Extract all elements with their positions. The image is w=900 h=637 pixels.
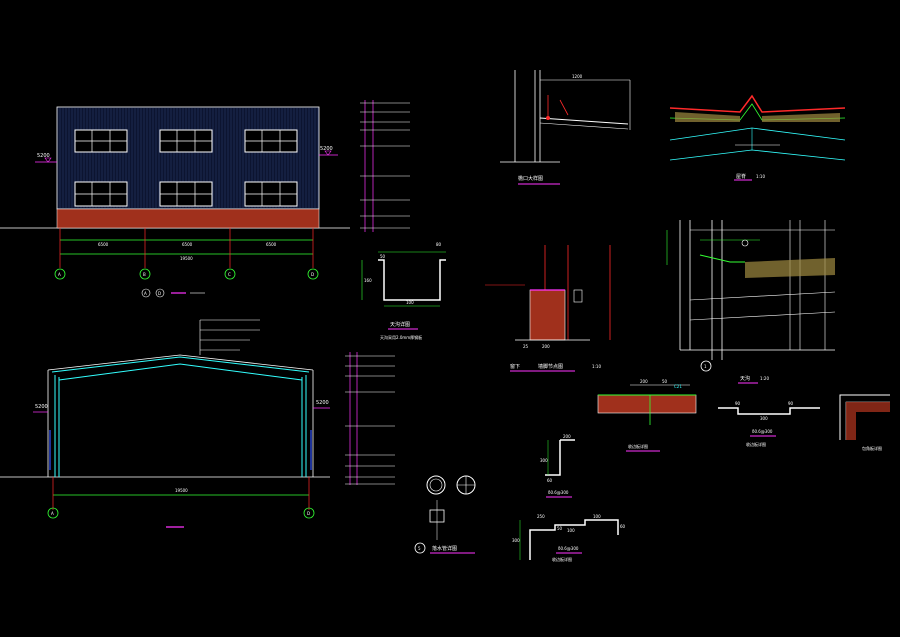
total-dim: 19500 — [180, 256, 193, 261]
svg-text:1:10: 1:10 — [592, 364, 601, 369]
downpipe-badge: 5 — [418, 546, 421, 551]
axis-a-label: A — [58, 272, 61, 277]
gutter-detail: 50 80 160 100 天沟详图 天沟采用2.0mm厚钢板 — [361, 242, 446, 340]
svg-text:50: 50 — [380, 254, 386, 259]
svg-text:A: A — [51, 511, 54, 516]
right-level-text: 5200 — [320, 146, 333, 152]
svg-text:90: 90 — [735, 401, 741, 406]
axis-b-label: B — [143, 272, 146, 277]
svg-text:1200: 1200 — [572, 74, 583, 79]
gable-badge: 1 — [704, 364, 707, 369]
elevation-axis-bubbles: A B C D — [54, 268, 319, 280]
svg-text:90: 90 — [788, 401, 794, 406]
svg-text:收边板详图: 收边板详图 — [746, 441, 766, 447]
svg-text:A: A — [144, 291, 147, 296]
svg-text:δ0.6@300: δ0.6@300 — [558, 546, 579, 551]
angle-detail: 包角板详图 — [839, 394, 890, 451]
svg-text:100: 100 — [567, 528, 575, 533]
svg-text:200: 200 — [563, 434, 571, 439]
roof-outline — [47, 354, 314, 477]
elevation-dimension-lines — [60, 239, 313, 255]
svg-text:5200: 5200 — [316, 400, 329, 406]
svg-text:160: 160 — [364, 278, 372, 283]
svg-text:300: 300 — [760, 416, 768, 421]
svg-text:50: 50 — [662, 379, 668, 384]
gutter-note: 天沟采用2.0mm厚钢板 — [380, 334, 422, 340]
brick-plinth — [56, 208, 320, 229]
step-detail-2: 250 300 50 100 100 60 δ0.6@300 收边板详图 — [512, 514, 626, 562]
svg-text:天沟: 天沟 — [740, 375, 750, 382]
svg-text:300: 300 — [512, 538, 520, 543]
svg-text:25: 25 — [523, 344, 529, 349]
elevation-height-dims — [360, 100, 410, 232]
wall-cladding — [49, 430, 312, 470]
bay-dim-1: 6500 — [98, 242, 109, 247]
flashing-detail: 200 50 C21 收边板详图 — [597, 379, 697, 452]
gable-detail: 1 天沟 1:20 — [666, 220, 836, 384]
left-level-marker: 5200 — [35, 153, 57, 163]
bay-dim-3: 6500 — [266, 242, 277, 247]
front-elevation: 5200 5200 6500 6500 6500 19500 A B — [0, 106, 350, 298]
roof-note — [199, 319, 260, 355]
ridge-detail: 屋脊 1:10 — [669, 94, 846, 181]
svg-text:60: 60 — [547, 478, 553, 483]
section-total-dim: 19500 — [175, 488, 188, 493]
window-mullions — [75, 130, 297, 206]
svg-text:80: 80 — [436, 242, 442, 247]
svg-text:50: 50 — [557, 526, 563, 531]
svg-text:D: D — [158, 291, 161, 296]
svg-text:收边板详图: 收边板详图 — [552, 556, 572, 562]
axis-c-label: C — [228, 272, 231, 277]
step-detail-1: 200 300 60 δ0.6@300 — [540, 434, 575, 498]
elevation-axis-lines — [59, 228, 314, 268]
svg-text:1:20: 1:20 — [760, 376, 769, 381]
svg-text:屋脊: 屋脊 — [736, 173, 746, 180]
cross-section: 5200 5200 19500 A D — [0, 319, 330, 528]
section-dims: 19500 A D — [47, 477, 315, 528]
portal-frame — [51, 356, 310, 477]
svg-text:100: 100 — [406, 300, 414, 305]
svg-text:包角板详图: 包角板详图 — [862, 445, 882, 451]
eave-caption: 檐口大样图 — [518, 175, 543, 182]
svg-text:墙脚节点图: 墙脚节点图 — [538, 363, 563, 370]
gutter-caption: 天沟详图 — [390, 321, 410, 328]
svg-text:60: 60 — [620, 524, 626, 529]
svg-text:D: D — [307, 511, 310, 516]
svg-text:C21: C21 — [674, 384, 682, 389]
elevation-title: A D — [141, 288, 205, 298]
zbar-detail: 90 300 90 δ0.6@300 收边板详图 — [718, 401, 820, 447]
svg-text:落水管详图: 落水管详图 — [432, 545, 457, 552]
svg-text:200: 200 — [542, 344, 550, 349]
axis-d-label: D — [311, 272, 314, 277]
svg-text:5200: 5200 — [35, 404, 48, 410]
bay-dim-2: 6500 — [182, 242, 193, 247]
svg-text:300: 300 — [540, 458, 548, 463]
downpipe-detail: 5 落水管详图 — [414, 475, 476, 554]
svg-text:δ0.6@300: δ0.6@300 — [752, 429, 773, 434]
section-right-level: 5200 — [313, 400, 330, 409]
left-level-text: 5200 — [37, 153, 50, 159]
section-height-dims — [345, 352, 395, 485]
svg-text:100: 100 — [593, 514, 601, 519]
wall-base-detail: 25 200 窗下 墙脚节点图 1:10 — [485, 245, 611, 372]
svg-text:窗下: 窗下 — [510, 363, 520, 370]
svg-text:250: 250 — [537, 514, 545, 519]
svg-text:收边板详图: 收边板详图 — [628, 443, 648, 449]
svg-text:δ0.6@300: δ0.6@300 — [548, 490, 569, 495]
svg-text:200: 200 — [640, 379, 648, 384]
section-left-level: 5200 — [33, 404, 48, 413]
eave-detail: 1200 檐口大样图 — [500, 70, 631, 185]
svg-text:1:10: 1:10 — [756, 174, 765, 179]
right-level-marker: 5200 — [319, 146, 338, 156]
